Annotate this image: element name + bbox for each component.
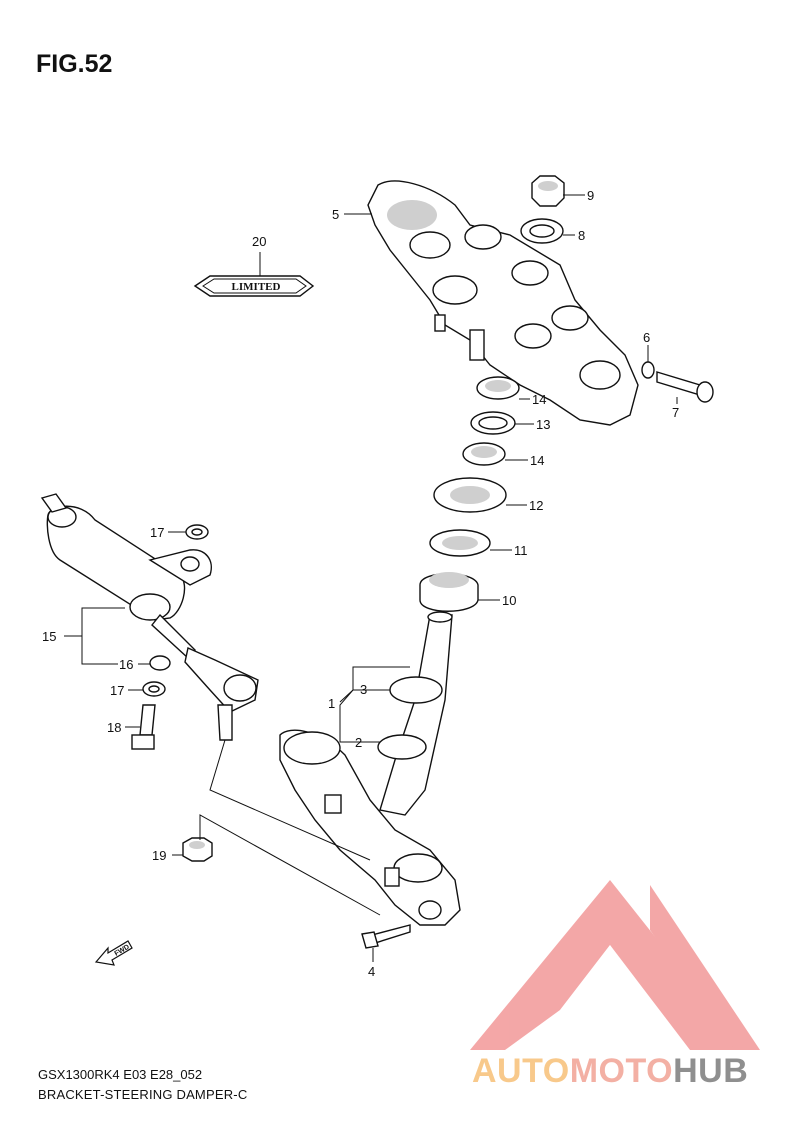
upper-bracket-part-5 xyxy=(367,180,639,426)
callout-10: 10 xyxy=(502,593,516,608)
bolt-part-18 xyxy=(131,704,156,750)
watermark-logo xyxy=(470,880,760,1050)
callout-16: 16 xyxy=(119,657,133,672)
callout-5: 5 xyxy=(332,207,339,222)
callout-14-upper: 14 xyxy=(532,392,546,407)
steering-stem-nut-part-9 xyxy=(531,175,565,207)
callout-4: 4 xyxy=(368,964,375,979)
limited-badge-text: LIMITED xyxy=(232,281,281,293)
callout-17-lower: 17 xyxy=(110,683,124,698)
callout-19: 19 xyxy=(152,848,166,863)
dust-seal-part-12 xyxy=(433,477,507,513)
lock-nut-part-14-upper xyxy=(476,376,520,400)
seal-part-3 xyxy=(389,676,443,704)
guide-lines xyxy=(64,194,678,962)
footer-part-group-name: BRACKET-STEERING DAMPER-C xyxy=(38,1087,248,1102)
forward-arrow-icon: FWD xyxy=(94,940,133,966)
nut-part-19 xyxy=(182,837,213,862)
callout-15: 15 xyxy=(42,629,56,644)
callout-17-upper: 17 xyxy=(150,525,164,540)
callout-13: 13 xyxy=(536,417,550,432)
callout-11: 11 xyxy=(514,543,528,558)
callout-8: 8 xyxy=(578,228,585,243)
forward-arrow-label: FWD xyxy=(114,944,131,958)
callout-2: 2 xyxy=(355,735,362,750)
callout-18: 18 xyxy=(107,720,121,735)
callout-6: 6 xyxy=(643,330,650,345)
callout-labels: 20 5 9 8 6 7 14 13 14 12 11 10 1 3 2 15 … xyxy=(42,188,679,979)
bearing-part-10 xyxy=(419,572,479,612)
watermark-brand-text: AUTOMOTOHUB xyxy=(472,1052,748,1091)
lock-nut-part-14-lower xyxy=(462,442,506,466)
callout-1: 1 xyxy=(328,696,335,711)
limited-badge-part-20: LIMITED xyxy=(193,275,315,297)
watermark-word-auto: AUTO xyxy=(472,1052,570,1090)
washer-part-6 xyxy=(641,361,655,379)
collar-part-16 xyxy=(149,655,171,671)
callout-3: 3 xyxy=(360,682,367,697)
bolt-part-7 xyxy=(656,371,714,403)
race-part-11 xyxy=(429,529,491,557)
callout-7: 7 xyxy=(672,405,679,420)
seal-part-2 xyxy=(377,734,427,760)
bolt-part-4 xyxy=(361,924,411,949)
callout-9: 9 xyxy=(587,188,594,203)
watermark-word-moto: MOTO xyxy=(569,1052,674,1090)
callout-20: 20 xyxy=(252,234,266,249)
footer-model-code: GSX1300RK4 E03 E28_052 xyxy=(38,1067,203,1082)
watermark-word-hub: HUB xyxy=(673,1052,749,1090)
figure-title: FIG.52 xyxy=(36,50,113,78)
callout-12: 12 xyxy=(529,498,543,513)
callout-14-lower: 14 xyxy=(530,453,544,468)
steering-stem-lower-bracket-part-1 xyxy=(279,611,461,926)
steering-damper-part-15 xyxy=(40,493,259,741)
